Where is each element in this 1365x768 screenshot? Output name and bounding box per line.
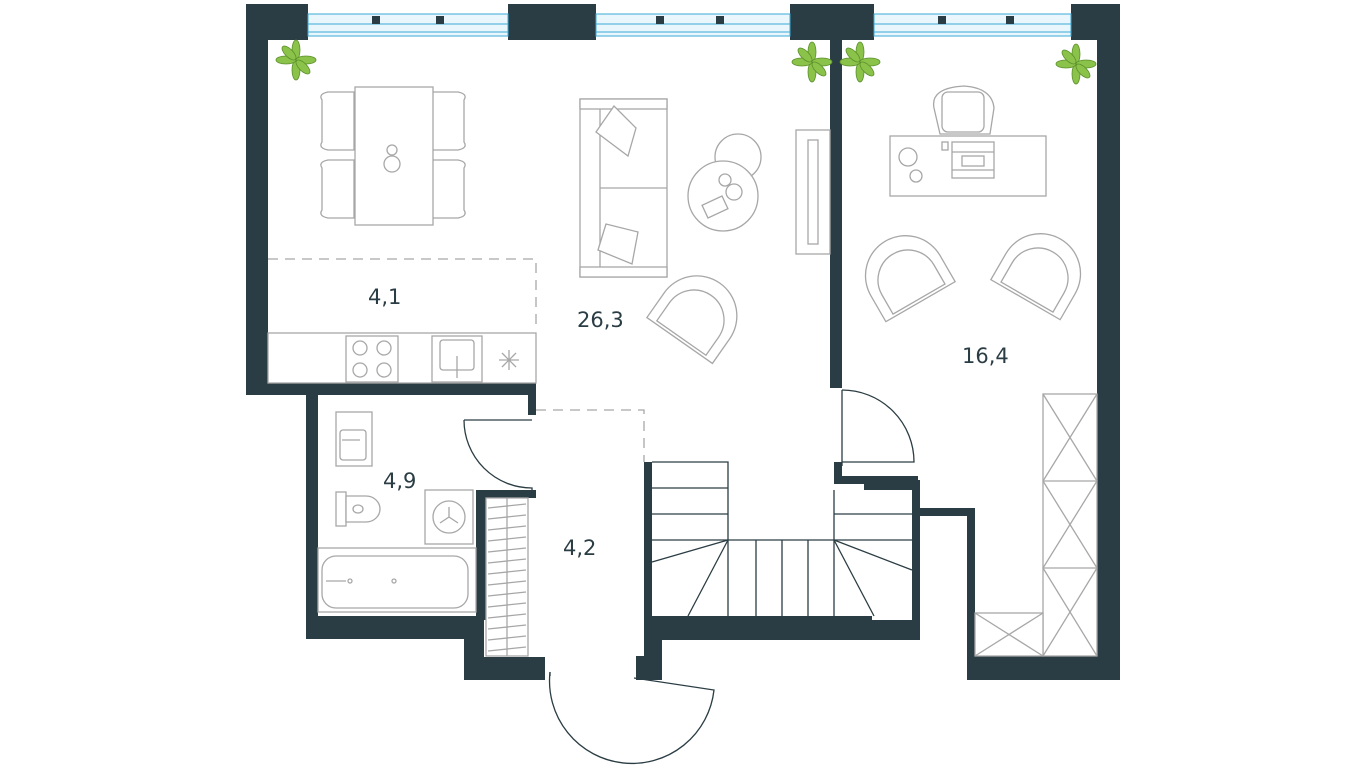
shelf-slat: [487, 624, 527, 630]
windows: [307, 13, 1072, 37]
coffee-table: [687, 133, 762, 232]
shelf-slat: [487, 547, 527, 553]
shelf-slat: [487, 525, 527, 531]
door-icon: [463, 412, 536, 496]
shelf-slat: [487, 635, 527, 641]
kitchen-zone-border: [268, 258, 537, 330]
shelf-slat: [487, 580, 527, 586]
sofa-icon: [579, 98, 668, 278]
plant-icon: [275, 39, 317, 81]
office-chair-icon: [932, 85, 995, 135]
shelf-slat: [487, 646, 527, 652]
shelf-slat: [487, 514, 527, 520]
kitchen-counter: [267, 332, 537, 384]
shelf-slat: [487, 569, 527, 575]
room-area-bedroom: 16,4: [962, 344, 1009, 368]
bathtub-icon: [317, 547, 477, 613]
dining-table-icon: [320, 86, 466, 226]
shelf-slat: [487, 613, 527, 619]
shelf-slat: [487, 602, 527, 608]
shelf-slat: [487, 503, 527, 509]
tv-stand-icon: [795, 129, 831, 255]
fridge-icon: [499, 350, 519, 370]
desk-icon: [889, 135, 1047, 197]
shelf-unit: [485, 497, 529, 657]
shelf-slat: [487, 558, 527, 564]
door-icon: [841, 389, 915, 466]
toilet-icon: [335, 491, 381, 527]
staircase-icon: [651, 461, 913, 617]
hallway-zone-border: [536, 409, 645, 462]
shelf-slat: [487, 536, 527, 542]
room-area-living: 26,3: [577, 308, 624, 332]
wardrobe-icon: [974, 393, 1098, 657]
washing-machine-icon: [424, 489, 474, 545]
plant-icon: [791, 41, 833, 83]
room-area-bathroom: 4,9: [383, 469, 416, 493]
room-area-kitchen: 4,1: [368, 285, 401, 309]
stove-icon: [345, 335, 399, 383]
shelf-slat: [487, 591, 527, 597]
sink-icon: [335, 411, 373, 467]
room-area-hallway: 4,2: [563, 536, 596, 560]
door-icon: [548, 671, 715, 765]
plant-icon: [1055, 43, 1097, 85]
armchair-icon: [645, 275, 738, 365]
plant-icon: [839, 41, 881, 83]
walls: [246, 4, 1120, 680]
armchair-icon: [864, 235, 957, 323]
armchair-icon: [989, 233, 1082, 321]
sink-icon: [431, 335, 483, 383]
